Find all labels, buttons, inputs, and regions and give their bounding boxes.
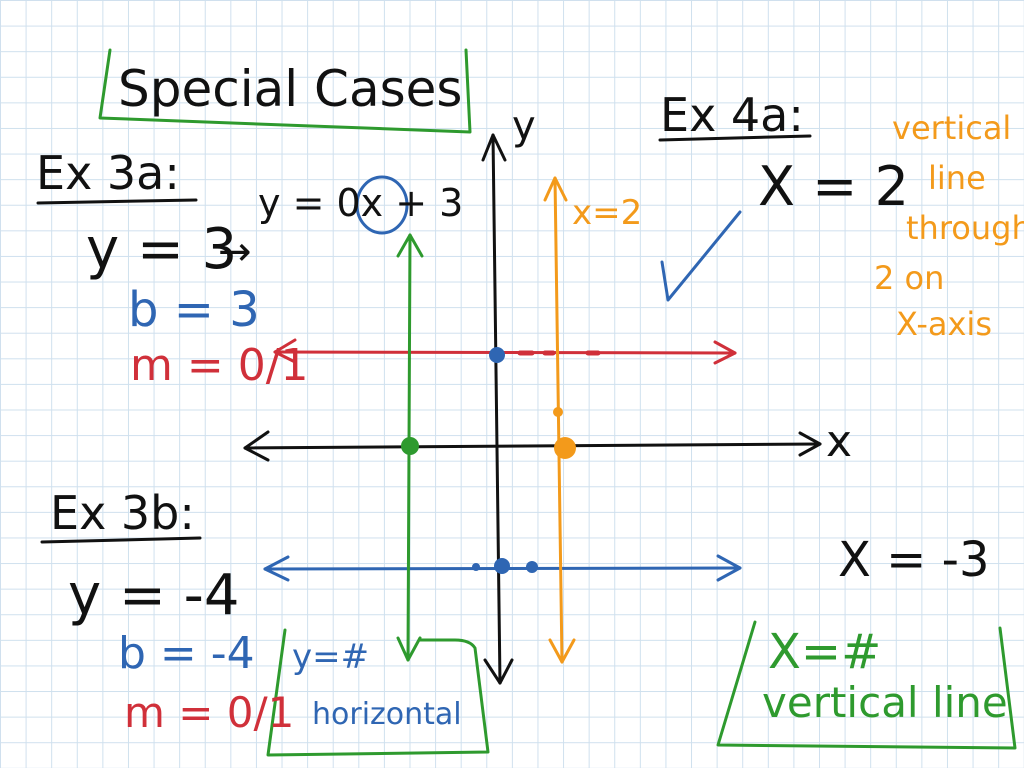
title-box [98, 48, 472, 134]
ex4a-underline [658, 134, 812, 142]
vertical-summary-box [716, 620, 1017, 750]
note-line-1: vertical [892, 109, 1012, 147]
x-axis-right-arrow [798, 431, 822, 457]
line-y-3-right-arrow [713, 340, 737, 365]
ex3b-b-value: b = -4 [118, 628, 255, 679]
vertical-rule: X=# [768, 624, 882, 680]
ex3b-equation: y = -4 [68, 563, 240, 628]
line-y-3-left-arrow [273, 338, 297, 364]
intercept-circle [355, 175, 409, 235]
ex3b-underline [40, 536, 202, 544]
horizontal-word: horizontal [312, 697, 462, 732]
ex3a-m-value: m = 0/1 [130, 340, 309, 391]
ex3a-underline [36, 198, 198, 205]
note-line-4: 2 on [874, 259, 945, 297]
ex3a-b-value: b = 3 [128, 282, 260, 338]
line-x-neg3-top-arrow [396, 233, 424, 258]
ex3b-m-value: m = 0/1 [124, 688, 295, 737]
line-y-neg4-left-arrow [263, 555, 290, 582]
x-axis-label: x [826, 416, 853, 467]
x-axis [243, 442, 822, 450]
page-title: Special Cases [118, 60, 463, 118]
horizontal-summary-box [266, 628, 490, 757]
line-x-2-top-arrow [543, 176, 568, 202]
note-line-5: X-axis [896, 305, 992, 343]
ex3a-equation: y = 3 [86, 217, 238, 282]
point-y-neg4-dot-2 [526, 561, 538, 573]
check-icon [660, 210, 742, 302]
ex4a-heading: Ex 4a: [660, 88, 804, 142]
ex4a-equation: X = 2 [758, 155, 909, 218]
line-x-2 [553, 176, 564, 664]
x-axis-left-arrow [243, 430, 270, 462]
line-y-neg4-right-arrow [716, 554, 742, 582]
point-x-2-extra [553, 407, 563, 417]
point-x-neg3 [401, 437, 419, 455]
note-line-2: line [928, 159, 986, 197]
arrow-icon: → [218, 229, 252, 275]
point-y-neg4-dot-3 [472, 563, 480, 571]
point-x-2 [554, 437, 576, 459]
point-y-3 [489, 347, 505, 363]
equation-x-neg3: X = -3 [838, 532, 990, 588]
y-axis-label: y [512, 103, 536, 149]
vertical-word: vertical line [762, 678, 1008, 727]
point-y-neg4 [494, 558, 510, 574]
line-y-3 [273, 350, 737, 355]
y-axis-top-arrow [481, 133, 507, 162]
horizontal-rule: y=# [292, 637, 370, 677]
ex3b-heading: Ex 3b: [50, 486, 195, 540]
ex3a-rewrite: y = 0x + 3 [258, 181, 464, 225]
orange-line-label: x=2 [572, 193, 643, 233]
y-axis [491, 133, 502, 685]
line-x-2-bottom-arrow [548, 638, 576, 664]
ex3a-heading: Ex 3a: [36, 146, 180, 200]
y-axis-bottom-arrow [483, 658, 514, 685]
line-x-neg3-bottom-arrow [396, 636, 422, 662]
note-line-3: through [906, 209, 1024, 247]
